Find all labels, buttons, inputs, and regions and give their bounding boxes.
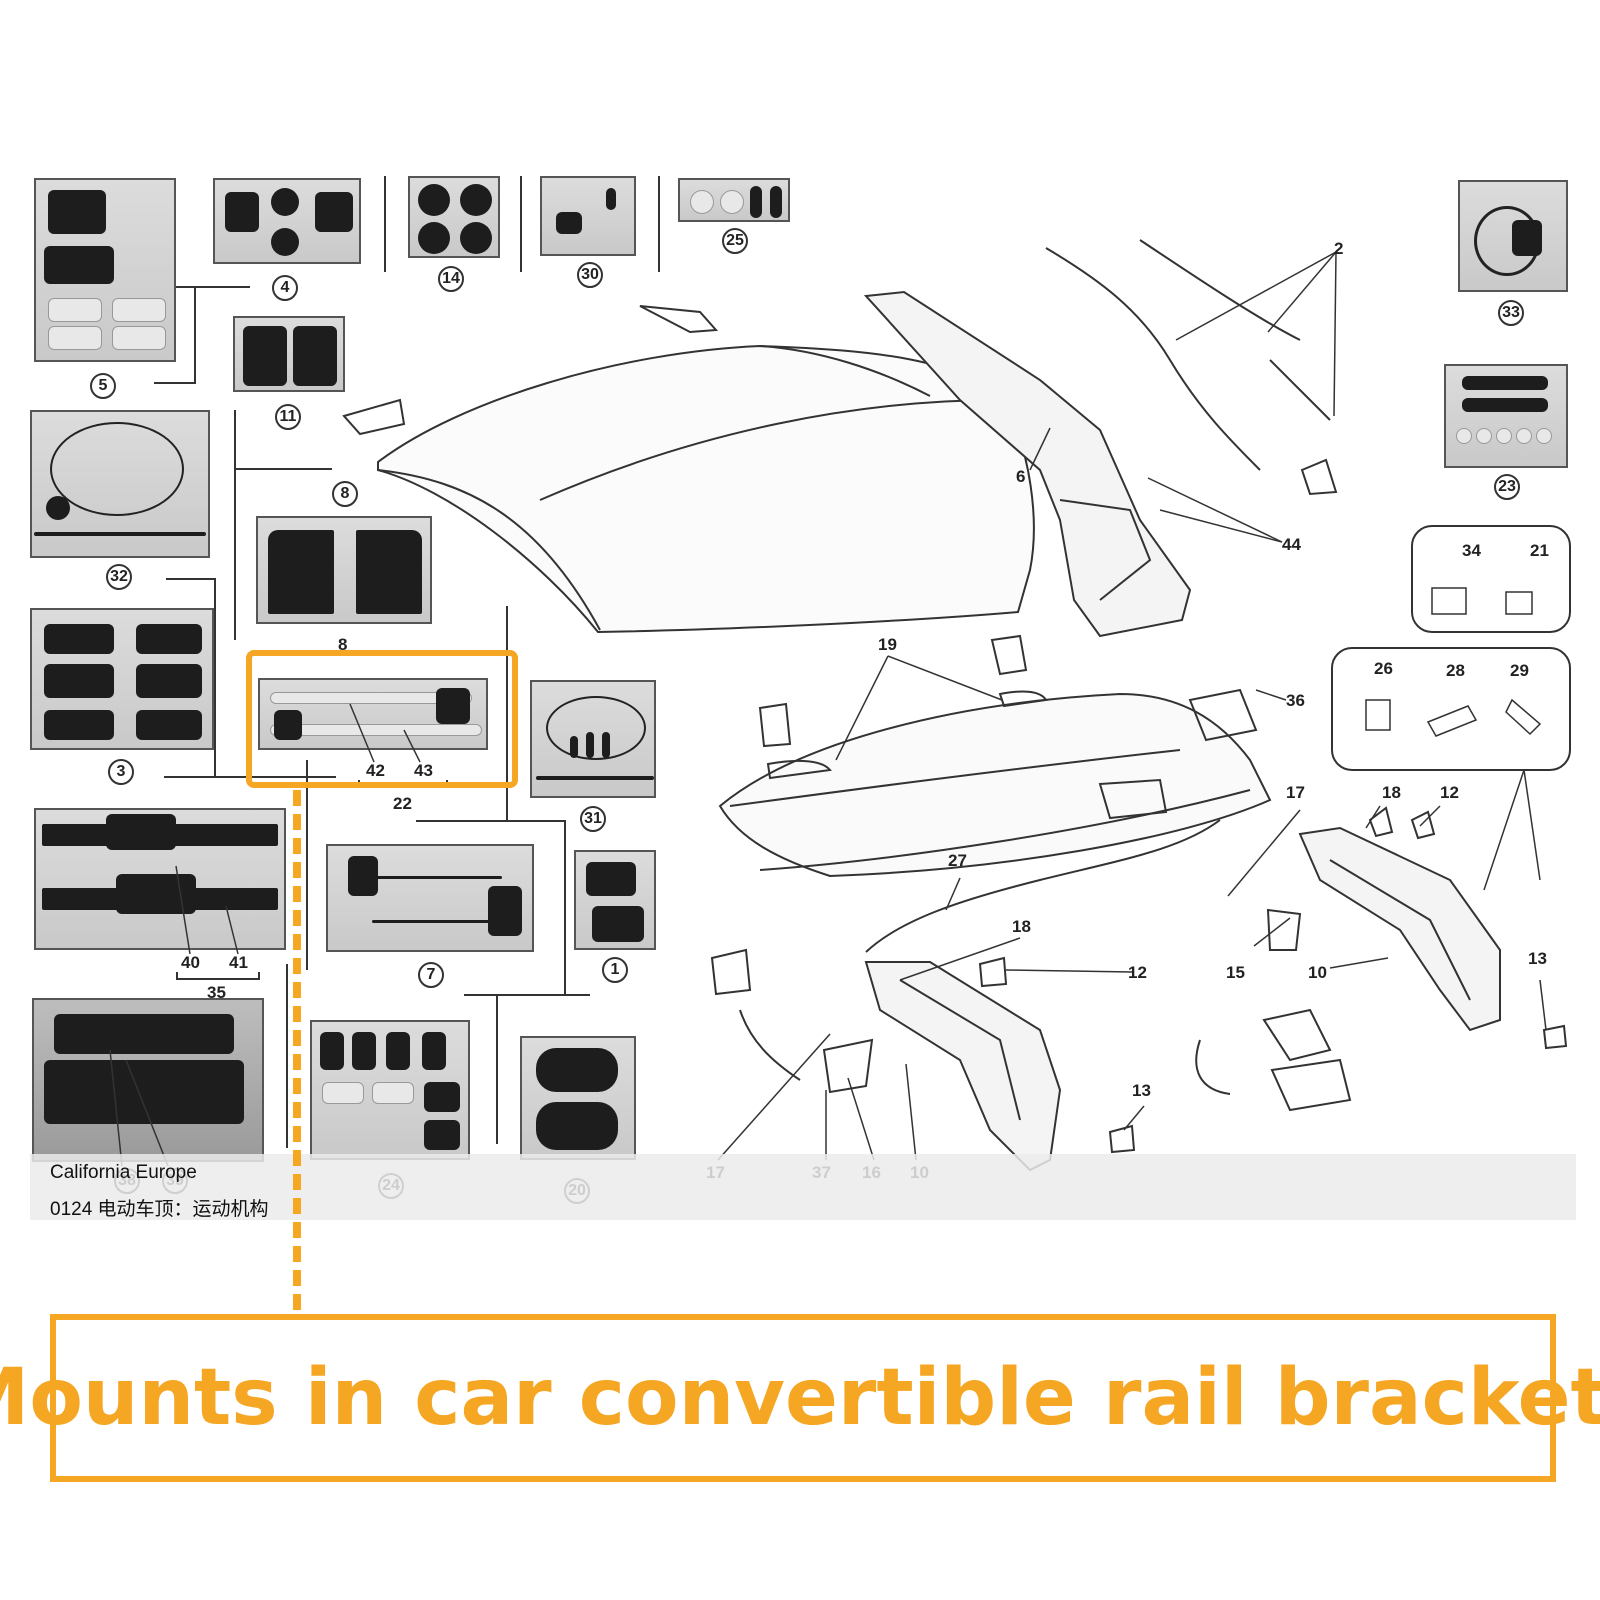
label-19: 19 (878, 635, 897, 654)
label-8-lower: 8 (338, 635, 348, 654)
ref-23: 23 (1494, 474, 1520, 500)
label-27: 27 (948, 851, 967, 870)
ref-8: 8 (332, 481, 358, 507)
label-17-upper: 17 (1286, 783, 1305, 802)
label-35: 35 (207, 983, 226, 1002)
part-photo-22 (258, 678, 488, 750)
label-12-lower: 12 (1128, 963, 1147, 982)
label-6: 6 (1016, 467, 1026, 486)
label-2: 2 (1334, 239, 1344, 258)
part-photo-5 (34, 178, 176, 362)
label-26: 26 (1374, 659, 1393, 678)
label-12-upper: 12 (1440, 783, 1459, 802)
label-10-right: 10 (1308, 963, 1327, 982)
ref-30: 30 (577, 262, 603, 288)
part-photo-20 (520, 1036, 636, 1160)
ref-25: 25 (722, 228, 748, 254)
part-photo-31 (530, 680, 656, 798)
label-15: 15 (1226, 963, 1245, 982)
label-42: 42 (366, 761, 385, 780)
callout-banner: Mounts in car convertible rail brackets (0, 1314, 1600, 1482)
label-29: 29 (1510, 661, 1529, 680)
highlight-box-part-22 (246, 650, 518, 788)
part-photo-24 (310, 1020, 470, 1160)
label-41: 41 (229, 953, 248, 972)
label-18-upper: 18 (1382, 783, 1401, 802)
label-18-lower: 18 (1012, 917, 1031, 936)
ref-3: 3 (108, 759, 134, 785)
part-photo-4 (213, 178, 361, 264)
part-photo-30 (540, 176, 636, 256)
label-44: 44 (1282, 535, 1301, 554)
label-22: 22 (393, 794, 412, 813)
label-28: 28 (1446, 661, 1465, 680)
label-13-center: 13 (1132, 1081, 1151, 1100)
part-photo-23 (1444, 364, 1568, 468)
part-photo-32 (30, 410, 210, 558)
part-photo-33 (1458, 180, 1568, 292)
bracket-35 (176, 972, 260, 980)
label-40: 40 (181, 953, 200, 972)
ref-14: 14 (438, 266, 464, 292)
part-photo-11 (233, 316, 345, 392)
ref-32: 32 (106, 564, 132, 590)
label-34: 34 (1462, 541, 1481, 560)
label-43: 43 (414, 761, 433, 780)
callout-connector (293, 790, 301, 1310)
ref-4: 4 (272, 275, 298, 301)
ref-1: 1 (602, 957, 628, 983)
callout-text: Mounts in car convertible rail brackets (0, 1353, 1600, 1443)
ref-7: 7 (418, 962, 444, 988)
diagram-footer (30, 1154, 1576, 1220)
footer-section: 0124 电动车顶：运动机构 (50, 1199, 269, 1220)
part-photo-1 (574, 850, 656, 950)
label-36: 36 (1286, 691, 1305, 710)
footer-model: California Europe (50, 1162, 197, 1183)
part-photo-8 (256, 516, 432, 624)
label-21: 21 (1530, 541, 1549, 560)
ref-33: 33 (1498, 300, 1524, 326)
ref-31: 31 (580, 806, 606, 832)
part-photo-3 (30, 608, 214, 750)
ref-5: 5 (90, 373, 116, 399)
part-photo-25 (678, 178, 790, 222)
ref-11: 11 (275, 404, 301, 430)
part-photo-14 (408, 176, 500, 258)
label-13-right: 13 (1528, 949, 1547, 968)
part-photo-35 (34, 808, 286, 950)
part-photo-7 (326, 844, 534, 952)
